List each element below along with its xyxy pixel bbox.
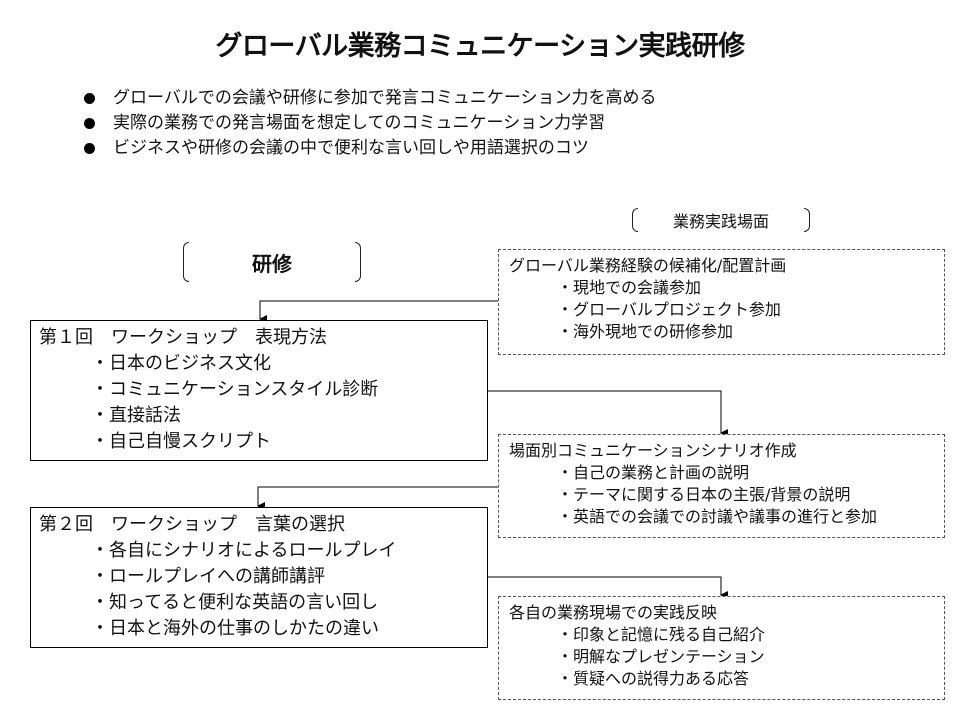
- practice-2-box: 場面別コミュニケーションシナリオ作成 ・自己の業務と計画の説明 ・テーマに関する…: [498, 434, 945, 538]
- workshop-2-item: ・各自にシナリオによるロールプレイ: [91, 540, 397, 561]
- training-column-label: 研修: [183, 242, 361, 282]
- practice-2-heading: 場面別コミュニケーションシナリオ作成: [509, 441, 797, 460]
- workshop-2-item: ・知ってると便利な英語の言い回し: [91, 592, 379, 613]
- workshop-2-item: ・日本と海外の仕事のしかたの違い: [91, 618, 379, 639]
- workshop-1-box: 第１回 ワークショップ 表現方法 ・日本のビジネス文化 ・コミュニケーションスタ…: [30, 320, 488, 461]
- practice-1-item: ・グローバルプロジェクト参加: [557, 300, 781, 319]
- connector-workshop2-to-practice3: [488, 576, 728, 599]
- workshop-1-item: ・コミュニケーションスタイル診断: [91, 379, 379, 400]
- practice-1-item: ・現地での会議参加: [557, 278, 702, 297]
- practice-3-box: 各自の業務現場での実践反映 ・印象と記憶に残る自己紹介 ・明解なプレゼンテーショ…: [498, 596, 945, 700]
- objective-item: 実際の業務での発言場面を想定してのコミュニケーション力学習: [84, 111, 657, 136]
- practice-2-item: ・テーマに関する日本の主張/背景の説明: [557, 485, 851, 504]
- objective-item: グローバルでの会議や研修に参加で発言コミュニケーション力を高める: [84, 86, 657, 111]
- practice-3-item: ・質疑への説得力ある応答: [557, 669, 750, 688]
- practice-1-heading: グローバル業務経験の候補化/配置計画: [509, 256, 787, 275]
- connector-practice2-to-workshop2: [257, 486, 498, 510]
- left-bracket-icon: [632, 208, 638, 232]
- scene-label-text: 業務実践場面: [672, 212, 769, 231]
- workshop-2-box: 第２回 ワークショップ 言葉の選択 ・各自にシナリオによるロールプレイ ・ロール…: [30, 507, 488, 648]
- objective-text: グローバルでの会議や研修に参加で発言コミュニケーション力を高める: [113, 88, 657, 108]
- practice-3-item: ・印象と記憶に残る自己紹介: [557, 625, 766, 644]
- objective-text: ビジネスや研修の会議の中で便利な言い回しや用語選択のコツ: [113, 138, 589, 158]
- bullet-icon: [84, 118, 95, 129]
- practice-1-box: グローバル業務経験の候補化/配置計画 ・現地での会議参加 ・グローバルプロジェク…: [498, 249, 945, 355]
- connector-practice1-to-workshop1: [259, 300, 498, 323]
- scene-column-label: 業務実践場面: [632, 208, 810, 232]
- page-title: グローバル業務コミュニケーション実践研修: [215, 31, 745, 62]
- objective-list: グローバルでの会議や研修に参加で発言コミュニケーション力を高める 実際の業務での…: [84, 86, 657, 161]
- workshop-1-item: ・直接話法: [91, 405, 181, 426]
- left-bracket-icon: [183, 242, 189, 282]
- workshop-1-item: ・自己自慢スクリプト: [91, 431, 271, 452]
- bullet-icon: [84, 93, 95, 104]
- training-label-text: 研修: [252, 251, 292, 276]
- practice-2-item: ・英語での会議での討議や議事の進行と参加: [557, 507, 878, 526]
- workshop-2-heading: 第２回 ワークショップ 言葉の選択: [39, 514, 345, 535]
- objective-text: 実際の業務での発言場面を想定してのコミュニケーション力学習: [113, 113, 606, 133]
- practice-3-heading: 各自の業務現場での実践反映: [509, 603, 718, 622]
- bullet-icon: [84, 143, 95, 154]
- workshop-1-heading: 第１回 ワークショップ 表現方法: [39, 327, 327, 348]
- workshop-1-item: ・日本のビジネス文化: [91, 353, 271, 374]
- objective-item: ビジネスや研修の会議の中で便利な言い回しや用語選択のコツ: [84, 136, 657, 161]
- workshop-2-item: ・ロールプレイへの講師講評: [91, 566, 325, 587]
- practice-1-item: ・海外現地での研修参加: [557, 322, 734, 341]
- connector-workshop1-to-practice2: [488, 390, 728, 437]
- practice-3-item: ・明解なプレゼンテーション: [557, 647, 765, 666]
- practice-2-item: ・自己の業務と計画の説明: [557, 463, 750, 482]
